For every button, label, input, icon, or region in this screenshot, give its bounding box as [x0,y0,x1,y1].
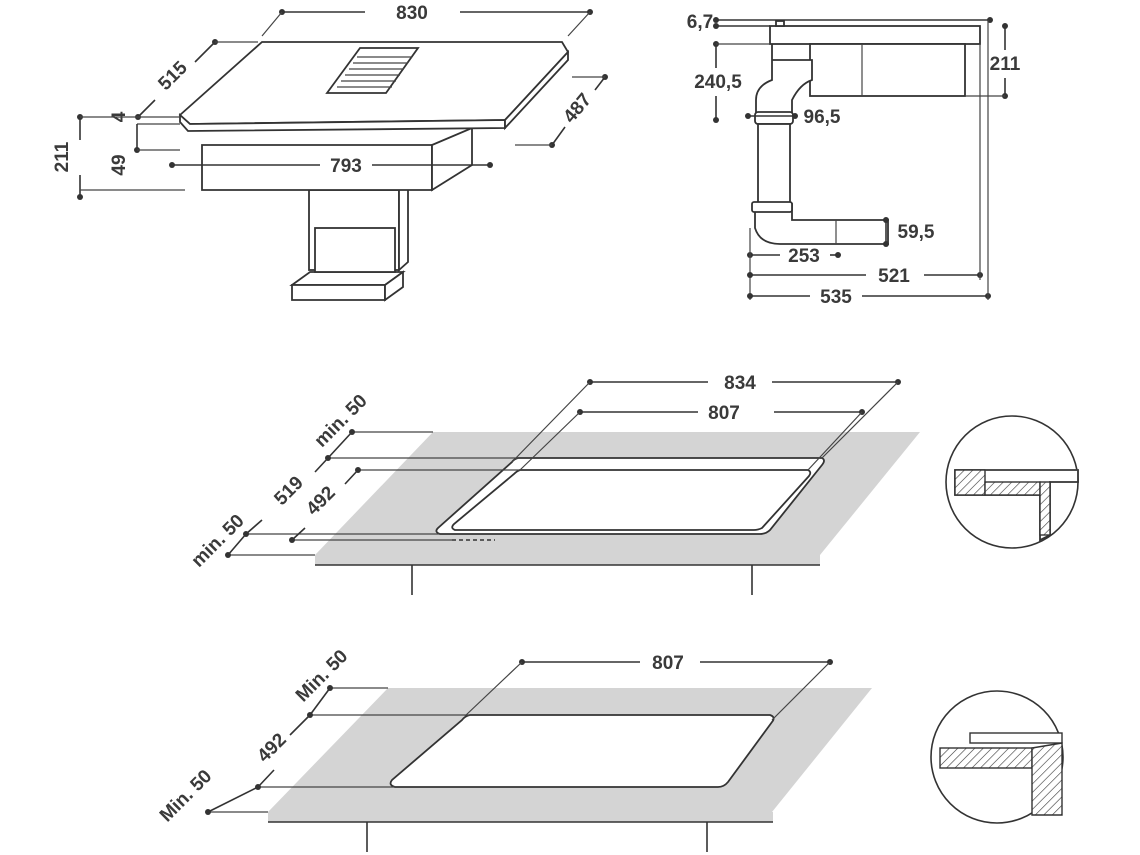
side-motor-box [809,43,966,97]
dim-59-5-label: 59,5 [898,222,935,243]
top-mount-view: 807 Min. 50 492 Min. 50 [156,646,1064,852]
dim-min-50-front-top-label: Min. 50 [156,766,216,826]
dim-49-label: 49 [109,154,130,175]
dim-807-top-label: 807 [652,653,684,674]
dim-59-5: 59,5 [883,217,935,247]
side-glass-top [769,25,981,45]
dim-793-label: 793 [330,156,362,177]
dim-240-5: 240,5 [694,41,770,123]
top-detail-circle [930,690,1064,824]
dim-6-7-label: 6,7 [687,12,713,33]
flush-mount-view: 834 807 min. 50 519 492 min [188,373,1079,595]
dim-521-label: 521 [878,266,910,287]
dim-834-label: 834 [724,373,756,394]
dim-4: 4 [109,111,180,125]
dim-834: 834 [511,373,901,463]
extraction-duct [289,183,409,302]
dim-492-top-label: 492 [253,729,290,766]
dim-6-7: 6,7 [687,12,993,33]
dim-807-top: 807 [464,653,833,721]
dim-830-label: 830 [396,3,428,24]
dim-807-flush: 807 [519,403,865,471]
vent-grille [325,47,420,94]
dim-253: 253 [747,228,841,300]
dim-535-label: 535 [820,287,852,308]
dim-96-5: 96,5 [745,107,841,128]
dim-211-hob: 211 [52,114,185,200]
dim-49: 49 [109,124,180,176]
dim-240-5-label: 240,5 [694,72,742,93]
dim-211-side-label: 211 [990,54,1021,75]
dim-211-hob-label: 211 [52,141,73,172]
dim-535: 535 [747,20,991,308]
flush-detail-circle [945,415,1079,549]
dim-793: 793 [169,156,493,177]
dim-253-label: 253 [788,246,820,267]
dim-521: 521 [747,44,983,287]
dim-211-side: 211 [965,23,1021,99]
hob-side-view: 6,7 211 240,5 96,5 59,5 [687,12,1021,308]
dim-min-50-back-label: min. 50 [311,391,372,452]
dim-807-flush-label: 807 [708,403,740,424]
dim-96-5-label: 96,5 [804,107,841,128]
dim-487-label: 487 [560,90,596,128]
hob-perspective-view: 830 515 4 211 49 [52,3,608,302]
dim-492-flush-label: 492 [302,482,339,519]
dim-515-label: 515 [154,57,192,95]
dim-830: 830 [261,3,593,37]
dim-min-50-back-top-label: Min. 50 [292,646,352,706]
